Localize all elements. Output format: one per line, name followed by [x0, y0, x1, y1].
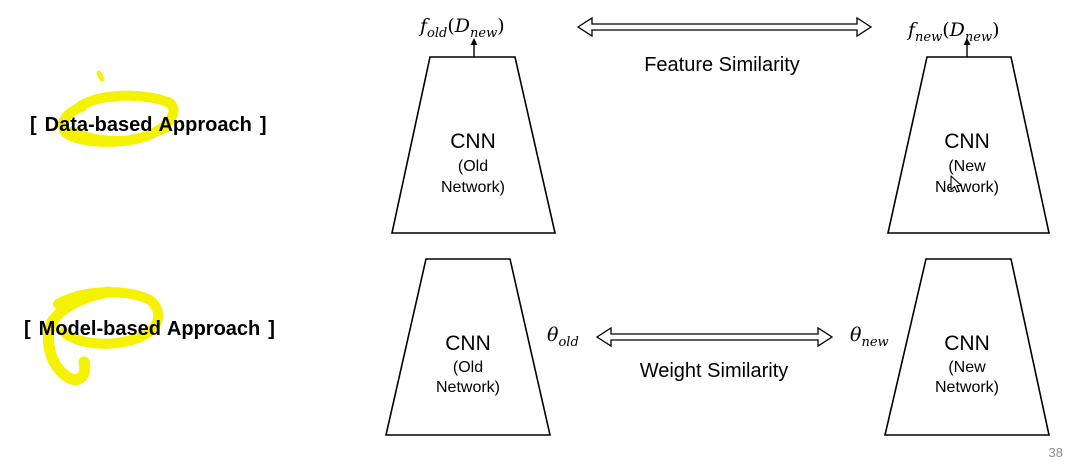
model-based-keyword: Model-based: [39, 318, 161, 340]
cnn-trapezoid: [883, 258, 1050, 436]
approach-word: Approach: [158, 114, 251, 136]
network-label-line2: Network): [436, 379, 500, 396]
highlight-model-based: [43, 286, 164, 385]
data-based-keyword: Data-based: [45, 114, 153, 136]
network-label-line2: Network): [935, 179, 999, 196]
d-symbol: D: [454, 15, 470, 37]
theta-subscript: old: [558, 335, 578, 350]
network-label-line1: (Old: [453, 359, 483, 376]
cnn-trapezoid: [391, 56, 557, 234]
f-symbol: f: [418, 15, 430, 37]
paren-close: ): [992, 19, 999, 41]
approach-word: Approach: [167, 318, 260, 340]
cnn-title: CNN: [445, 332, 491, 355]
network-label-line2: Network): [935, 379, 999, 396]
theta-symbol: θ: [547, 324, 559, 346]
top-new-network: CNN (New Network): [887, 56, 1050, 234]
weight-similarity-double-arrow: [595, 326, 834, 348]
mouse-cursor-icon: [950, 175, 963, 193]
top-old-network: CNN (Old Network): [391, 56, 557, 234]
new-weights-label: θnew: [850, 324, 889, 350]
top-old-output-arrow: [470, 38, 478, 57]
bracket-open: [: [30, 114, 37, 136]
feature-similarity-double-arrow: [576, 16, 873, 38]
weight-similarity-label: Weight Similarity: [640, 360, 789, 382]
bracket-close: ]: [268, 318, 275, 340]
bracket-open: [: [24, 318, 31, 340]
bracket-close: ]: [260, 114, 267, 136]
paren-open: (: [942, 19, 949, 41]
highlighter-marks: [43, 70, 179, 385]
d-subscript: new: [965, 30, 992, 45]
cnn-title: CNN: [944, 332, 990, 355]
d-subscript: new: [470, 26, 497, 41]
theta-symbol: θ: [850, 324, 862, 346]
bottom-new-network: CNN (New Network): [883, 258, 1050, 436]
cnn-trapezoid: [887, 56, 1050, 234]
f-subscript: new: [915, 30, 942, 45]
highlight-data-based: [57, 70, 179, 147]
network-label-line1: (Old: [458, 158, 488, 175]
new-feature-output: fnew(Dnew): [906, 19, 1000, 45]
feature-similarity-label: Feature Similarity: [644, 54, 800, 76]
cnn-title: CNN: [450, 130, 496, 153]
network-label-line2: Network): [441, 179, 505, 196]
cnn-trapezoid: [384, 258, 552, 436]
cnn-title: CNN: [944, 130, 990, 153]
top-new-output-arrow: [963, 38, 971, 57]
bottom-old-network: CNN (Old Network): [384, 258, 552, 436]
old-weights-label: θold: [547, 324, 579, 350]
theta-subscript: new: [861, 335, 888, 350]
page-number: 38: [1049, 445, 1063, 460]
d-symbol: D: [949, 19, 965, 41]
network-label-line1: (New: [948, 158, 986, 175]
f-symbol: f: [906, 19, 918, 41]
old-feature-output: fold(Dnew): [418, 15, 505, 41]
model-based-approach-label: [ Model-based Approach]: [24, 318, 275, 340]
f-subscript: old: [427, 26, 447, 41]
paren-close: ): [497, 15, 504, 37]
network-label-line1: (New: [948, 359, 986, 376]
paren-open: (: [447, 15, 454, 37]
